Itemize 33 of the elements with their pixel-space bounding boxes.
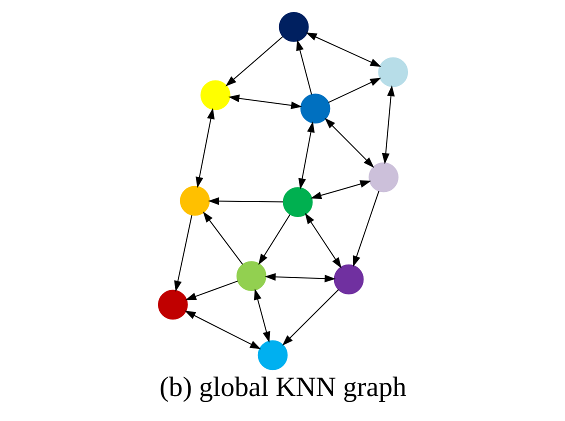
arrow [324,118,374,168]
arrow [228,94,302,110]
arrow [202,212,243,265]
arrow [195,108,214,188]
node-circle [300,94,330,124]
node-circle [157,290,188,320]
arrow [282,289,339,346]
node-circle [236,261,266,292]
arrow [296,40,312,95]
arrow [184,280,238,300]
arrow [328,78,381,103]
arrow [258,214,290,265]
node-circle [282,187,312,218]
arrow [381,85,394,164]
node-circle [333,264,364,294]
node-circle [200,80,230,110]
arrow [174,214,192,292]
node-circle [257,340,288,370]
arrow [352,190,379,267]
arrow [225,36,283,86]
arrow [184,310,261,350]
node-circle [278,12,308,42]
node-circle [378,57,408,88]
node-circle [368,162,398,192]
arrow [208,197,284,205]
arrow [253,288,270,343]
arrow [305,32,381,67]
arrow [264,273,336,282]
arrow [298,121,314,190]
arrow [310,180,371,200]
caption: (b) global KNN graph [159,372,406,403]
node-circle [179,186,210,216]
arrow [304,212,342,268]
